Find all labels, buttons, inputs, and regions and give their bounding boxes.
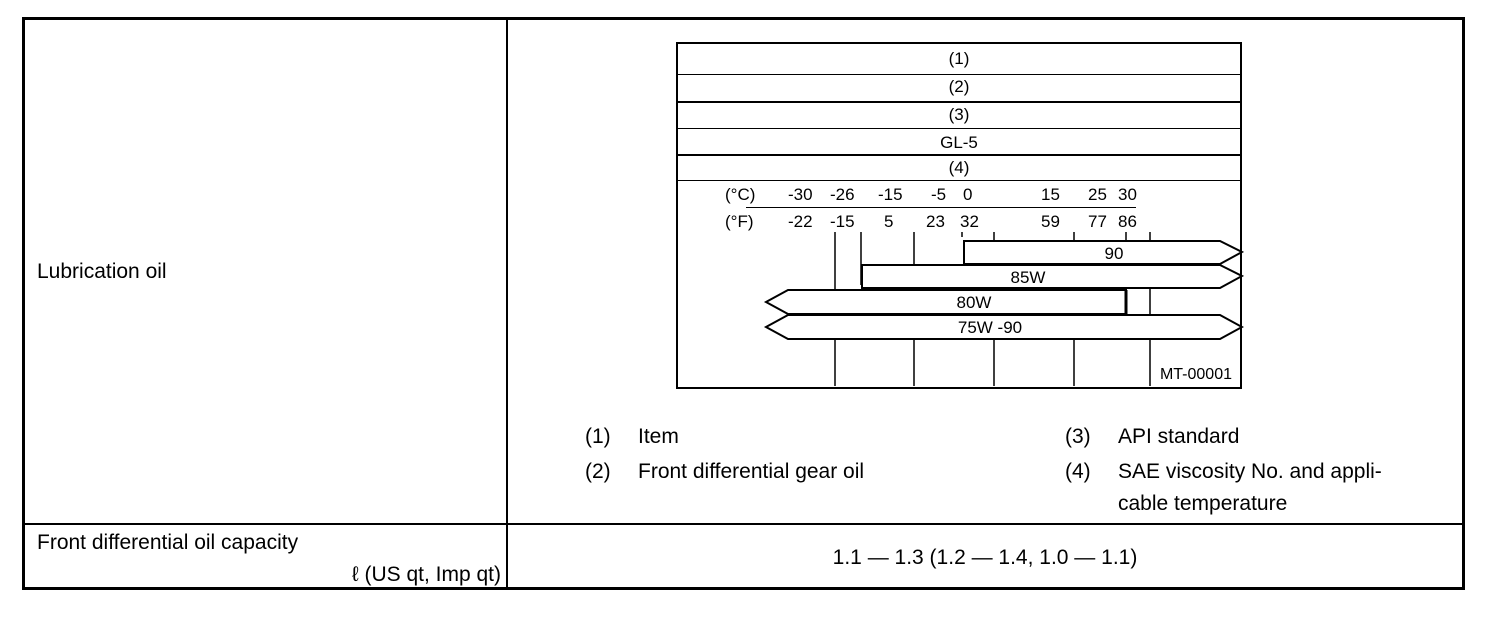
- lubrication-oil-label: Lubrication oil: [37, 260, 167, 283]
- grade-80w-bar: [763, 289, 1127, 315]
- celsius-tick: 15: [1041, 185, 1060, 204]
- celsius-tick: -5: [931, 185, 947, 204]
- legend-item3-num: (3): [1065, 425, 1091, 448]
- oil-capacity-value: 1.1 — 1.3 (1.2 — 1.4, 1.0 — 1.1): [832, 546, 1138, 569]
- api-value: GL-5: [940, 133, 978, 152]
- grade-85w-bar: [861, 264, 1244, 289]
- celsius-tick: 25: [1088, 185, 1107, 204]
- legend-item1-text: Item: [638, 425, 679, 448]
- grade-90-label: 90: [1105, 244, 1124, 263]
- celsius-tick: -15: [878, 185, 903, 204]
- grade-85w-label: 85W: [1011, 268, 1046, 287]
- legend-item2-text: Front differential gear oil: [638, 460, 865, 483]
- legend-item4-num: (4): [1065, 460, 1091, 483]
- viscosity-diagram: (1) (2) (3) GL-5 (4) (°C) (°F) -30 -26 -…: [676, 42, 1244, 389]
- grade-75w90-label: 75W -90: [958, 318, 1022, 337]
- item-marker: (1): [948, 49, 970, 68]
- celsius-tick: 30: [1118, 185, 1137, 204]
- divider-line: [678, 128, 1240, 129]
- fahrenheit-tick: -15: [830, 212, 855, 231]
- fahrenheit-tick: 32: [960, 212, 979, 231]
- divider-line: [678, 101, 1240, 103]
- fahrenheit-tick: 59: [1041, 212, 1060, 231]
- divider-line: [678, 74, 1240, 75]
- grade-80w-label: 80W: [957, 293, 992, 312]
- fahrenheit-tick: 86: [1118, 212, 1137, 231]
- grade-90-bar: [963, 240, 1244, 265]
- fahrenheit-tick: 5: [884, 212, 894, 231]
- legend-item3-text: API standard: [1118, 425, 1240, 448]
- oil-capacity-label: Front differential oil capacity: [37, 531, 299, 554]
- celsius-tick: -26: [830, 185, 855, 204]
- fahrenheit-unit: (°F): [725, 212, 754, 231]
- figure-code: MT-00001: [1159, 366, 1232, 383]
- viscosity-range-graphic: 90 85W 80W 75W -90: [763, 232, 1244, 386]
- legend-item1-num: (1): [585, 425, 611, 448]
- row-divider: [25, 523, 1462, 525]
- celsius-unit: (°C): [725, 185, 756, 204]
- celsius-tick: 0: [963, 185, 973, 204]
- fahrenheit-tick: -22: [788, 212, 813, 231]
- legend-item4-text-line1: SAE viscosity No. and appli-: [1118, 460, 1382, 483]
- sae-marker: (4): [948, 158, 970, 177]
- gear-oil-marker: (2): [948, 77, 970, 96]
- fahrenheit-tick: 23: [926, 212, 945, 231]
- scale-rule: [746, 207, 1136, 208]
- legend-item4-text-line2: cable temperature: [1118, 492, 1288, 515]
- column-divider: [506, 20, 508, 587]
- api-marker: (3): [948, 105, 970, 124]
- grade-75w90-bar: [763, 314, 1244, 340]
- divider-line: [678, 180, 1240, 181]
- specification-table: Lubrication oil Front differential oil c…: [22, 17, 1465, 590]
- fahrenheit-tick: 77: [1088, 212, 1107, 231]
- celsius-tick: -30: [788, 185, 813, 204]
- divider-line: [678, 154, 1240, 156]
- oil-capacity-unit: ℓ (US qt, Imp qt): [351, 563, 501, 586]
- legend-item2-num: (2): [585, 460, 611, 483]
